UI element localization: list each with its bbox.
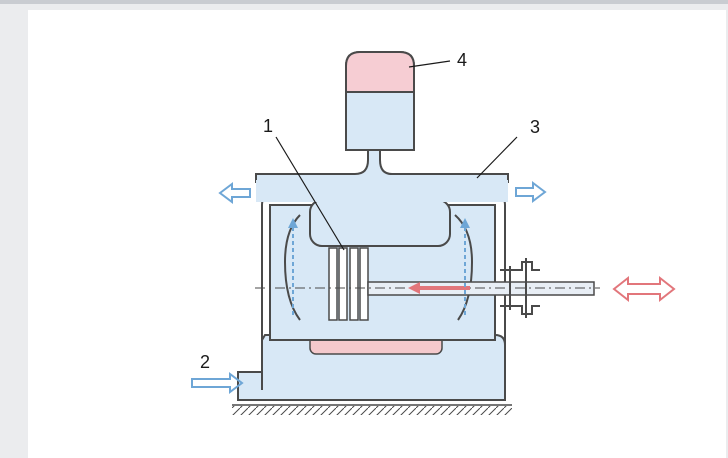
upper-chamber xyxy=(309,199,451,247)
manifold-channel xyxy=(256,180,508,202)
ground-hatch xyxy=(232,404,512,415)
manifold xyxy=(255,147,509,183)
label-3: 3 xyxy=(530,117,540,137)
label-4: 4 xyxy=(457,50,467,70)
left-outlet-arrow xyxy=(218,182,251,204)
rod-gland xyxy=(500,258,540,318)
label-2: 2 xyxy=(200,352,210,372)
internal-flow-arrows xyxy=(292,225,466,315)
reservoir-top xyxy=(345,51,415,93)
label-1: 1 xyxy=(263,116,273,136)
leader-lines xyxy=(275,60,518,251)
right-outlet-arrow xyxy=(515,181,547,203)
internal-flow-heads xyxy=(288,218,470,228)
inlet-arrow xyxy=(191,372,244,394)
reciprocate-arrow xyxy=(612,275,676,303)
